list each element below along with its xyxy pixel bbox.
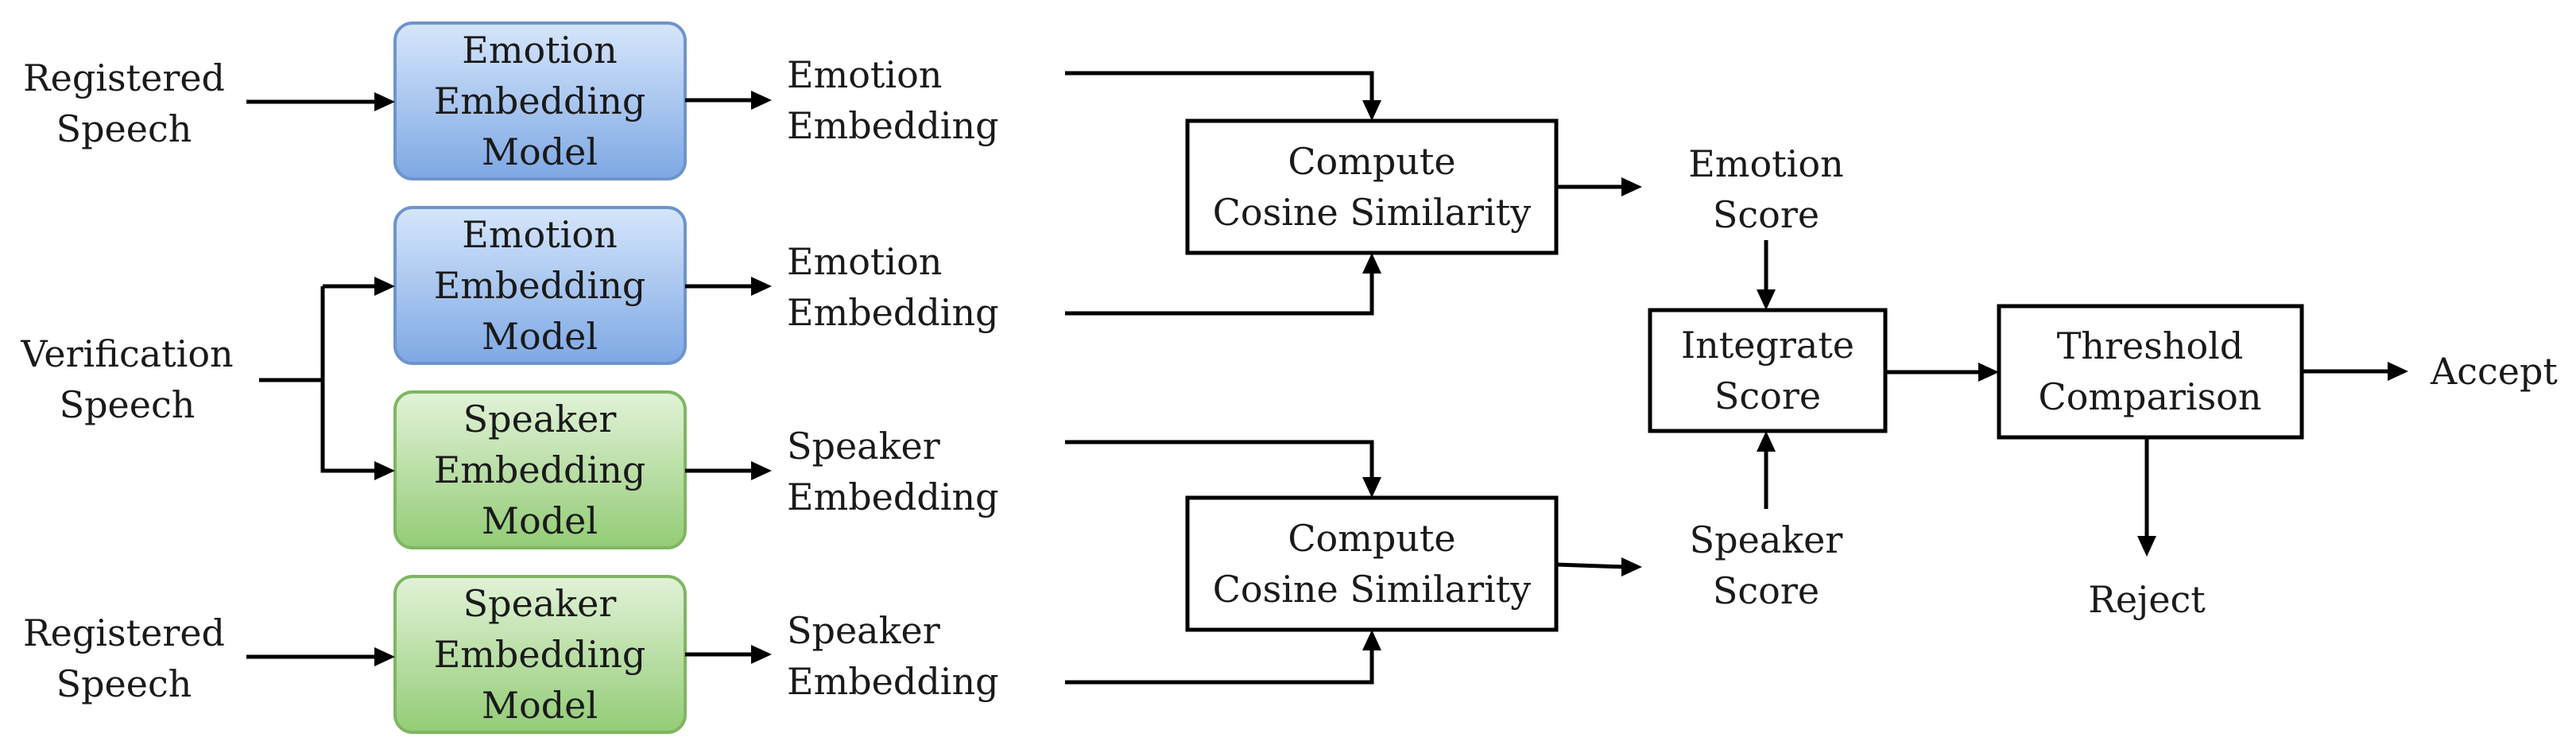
speaker-score-label: Speaker Score [1690, 514, 1843, 616]
label-line: Emotion [787, 53, 943, 96]
emotion-embedding-label-1: Emotion Embedding [787, 49, 999, 151]
emotion-score-label: Emotion Score [1688, 138, 1843, 240]
verification-branch-lower [320, 380, 381, 473]
label-line: Cosine Similarity [1212, 568, 1532, 611]
label-line: Compute [1288, 517, 1456, 560]
label-line: Emotion [1688, 142, 1844, 185]
label-line: Registered [23, 611, 225, 654]
speaker-embedding-label-1: Speaker Embedding [787, 421, 999, 522]
label-line: Embedding [433, 633, 646, 676]
label-line: Model [481, 684, 598, 727]
label-line: Speech [56, 107, 192, 150]
line-emotion-embed-2-to-cosine [1065, 270, 1374, 316]
label-line: Score [1714, 375, 1822, 417]
emotion-model-label-1: Emotion Embedding Model [434, 25, 646, 177]
label-line: Score [1712, 193, 1820, 236]
label-line: Embedding [787, 475, 999, 518]
arrowhead [1362, 630, 1381, 650]
label-line: Emotion [787, 240, 943, 283]
label-line: Cosine Similarity [1212, 191, 1532, 234]
registered-speech-label-top: Registered Speech [23, 52, 225, 154]
arrowhead [1757, 289, 1776, 310]
label-line: Speech [59, 383, 196, 426]
arrowhead [1362, 253, 1381, 274]
speaker-embedding-label-2: Speaker Embedding [787, 605, 999, 707]
arrowhead [2137, 536, 2156, 557]
line-speaker-embed-2-to-cosine [1065, 646, 1374, 685]
emotion-embedding-label-2: Emotion Embedding [787, 236, 999, 338]
label-line: Embedding [433, 264, 646, 307]
label-line: Embedding [787, 291, 999, 334]
label-line: Embedding [787, 104, 999, 147]
label-line: Speaker [463, 398, 617, 441]
verification-speech-label: Verification Speech [21, 328, 233, 430]
label-line: Model [481, 315, 598, 358]
emotion-model-label-2: Emotion Embedding Model [434, 209, 646, 362]
arrowhead [1362, 100, 1381, 121]
arrowhead [751, 91, 772, 110]
arrowhead [751, 277, 772, 296]
arrowhead [1621, 557, 1642, 576]
label-line: Model [481, 499, 598, 542]
reject-label: Reject [2088, 578, 2206, 621]
label-line: Embedding [433, 448, 646, 491]
arrowhead [1621, 177, 1642, 196]
cosine-label-top: Compute Cosine Similarity [1213, 136, 1532, 238]
label-line: Threshold [2056, 324, 2244, 367]
integrate-score-label: Integrate Score [1681, 320, 1854, 421]
integrate-box [1648, 308, 1888, 433]
label-line: Score [1712, 569, 1820, 612]
label-line: Verification [21, 332, 234, 375]
label-line: Compute [1288, 140, 1456, 183]
threshold-comparison-label: Threshold Comparison [2038, 320, 2261, 422]
line-speaker-embed-1-to-cosine [1065, 440, 1374, 481]
arrowhead [751, 645, 772, 664]
cosine-label-bottom: Compute Cosine Similarity [1213, 513, 1532, 615]
registered-speech-label-bottom: Registered Speech [23, 607, 225, 709]
arrowhead [1978, 363, 1999, 382]
accept-label: Accept [2431, 350, 2558, 393]
label-line: Speaker [787, 609, 940, 652]
label-line: Speaker [787, 425, 940, 468]
arrow-cosine-to-speaker-score [1555, 562, 1626, 569]
label-line: Speaker [1689, 518, 1843, 561]
label-line: Emotion [462, 29, 618, 72]
arrowhead [1757, 431, 1776, 452]
arrowhead [374, 277, 395, 296]
verification-branch [259, 286, 325, 382]
speaker-model-label-1: Speaker Embedding Model [434, 394, 646, 546]
label-line: Speaker [463, 582, 617, 625]
threshold-box [1997, 304, 2304, 440]
label-line: Embedding [433, 80, 646, 122]
line-emotion-embed-1-to-cosine [1065, 71, 1374, 104]
label-line: Emotion [462, 213, 618, 256]
arrowhead [374, 92, 395, 111]
label-line: Registered [23, 56, 225, 99]
cosine-box-top [1185, 118, 1559, 255]
arrowhead [374, 461, 395, 480]
arrowhead [751, 461, 772, 480]
arrowhead [2388, 362, 2408, 381]
speaker-model-label-2: Speaker Embedding Model [434, 578, 646, 731]
label-line: Embedding [787, 660, 999, 703]
label-line: Model [481, 130, 598, 173]
arrowhead [1362, 477, 1381, 498]
label-line: Speech [56, 662, 192, 705]
label-line: Integrate [1680, 324, 1855, 367]
arrowhead [374, 647, 395, 666]
label-line: Comparison [2038, 375, 2262, 418]
